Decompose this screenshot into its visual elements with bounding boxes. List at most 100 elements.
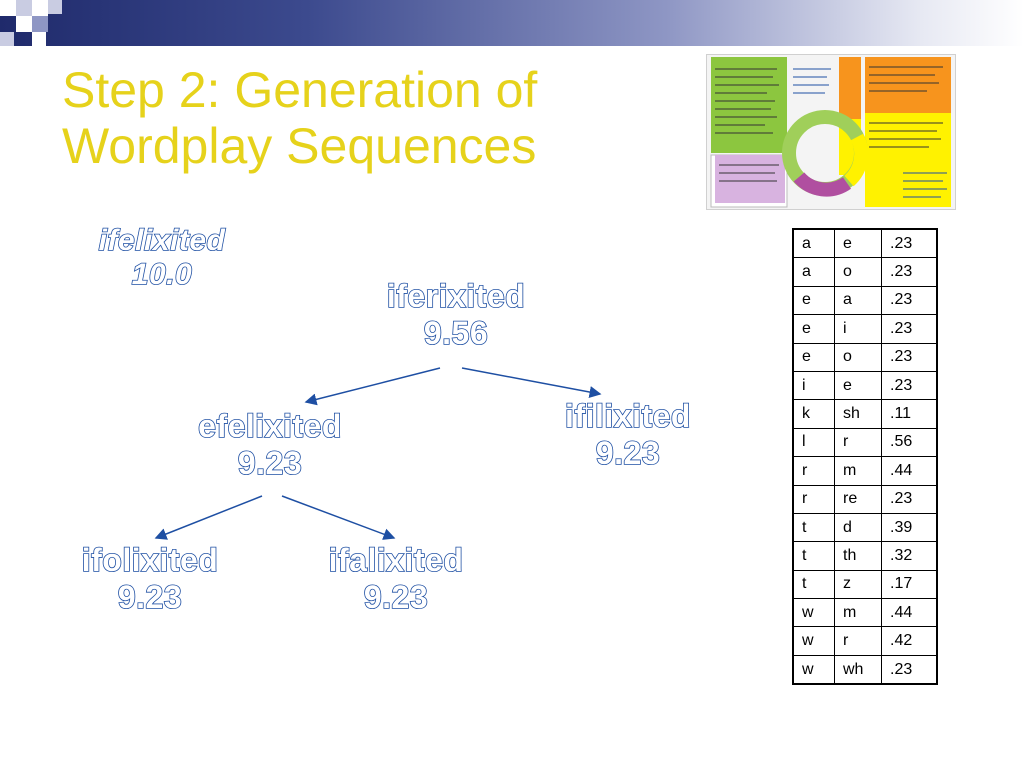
table-cell-replacement: i bbox=[834, 314, 882, 344]
corner-square bbox=[16, 16, 32, 32]
thumbnail-step3-panel bbox=[715, 155, 785, 203]
table-cell-replacement: o bbox=[834, 342, 882, 372]
thumbnail-cycle-arc bbox=[793, 172, 852, 197]
thumbnail-blue-text bbox=[793, 68, 947, 198]
slide-title: Step 2: Generation of Wordplay Sequences bbox=[62, 62, 702, 174]
node-word: ifelixited bbox=[98, 223, 226, 258]
table-cell-original: e bbox=[792, 342, 835, 372]
tree-node-root: ifelixited 10.0 bbox=[62, 223, 262, 292]
node-word: ifolixited bbox=[81, 541, 219, 579]
table-cell-score: .56 bbox=[881, 427, 938, 458]
table-cell-replacement: r bbox=[834, 626, 882, 656]
table-cell-replacement: re bbox=[834, 484, 882, 514]
table-cell-replacement: r bbox=[834, 427, 882, 458]
node-word: efelixited bbox=[197, 407, 342, 445]
node-word: ifilixited bbox=[564, 397, 691, 435]
table-cell-replacement: a bbox=[834, 285, 882, 316]
table-cell-score: .32 bbox=[881, 541, 938, 571]
table-cell-original: w bbox=[792, 598, 835, 628]
table-cell-original: e bbox=[792, 314, 835, 344]
corner-square bbox=[32, 32, 46, 46]
title-line-2: Wordplay Sequences bbox=[62, 118, 537, 174]
table-cell-score: .23 bbox=[881, 484, 938, 514]
table-cell-original: t bbox=[792, 512, 835, 543]
arrow-to-efelixited bbox=[304, 367, 441, 406]
table-cell-original: e bbox=[792, 285, 835, 316]
arrow-to-ifolixited bbox=[154, 495, 263, 540]
table-cell-replacement: th bbox=[834, 541, 882, 571]
node-score: 9.23 bbox=[363, 578, 429, 616]
tree-node-ifilixited: ifilixited 9.23 bbox=[518, 397, 738, 472]
process-diagram-thumbnail bbox=[706, 54, 956, 210]
tree-node-ifolixited: ifolixited 9.23 bbox=[40, 541, 260, 616]
tree-node-iferixited: iferixited 9.56 bbox=[346, 277, 566, 352]
thumbnail-step1-panel bbox=[865, 57, 951, 113]
table-cell-replacement: o bbox=[834, 257, 882, 287]
table-cell-original: a bbox=[792, 257, 835, 287]
node-score: 9.23 bbox=[117, 578, 183, 616]
table-cell-score: .39 bbox=[881, 512, 938, 543]
table-cell-replacement: wh bbox=[834, 654, 882, 685]
table-cell-replacement: z bbox=[834, 569, 882, 600]
node-score: 9.23 bbox=[595, 434, 661, 472]
table-cell-score: .17 bbox=[881, 569, 938, 600]
thumbnail-arrow-orange bbox=[839, 57, 861, 119]
table-cell-original: w bbox=[792, 626, 835, 656]
thumbnail-cycle-arc bbox=[844, 133, 869, 187]
tree-node-efelixited: efelixited 9.23 bbox=[160, 407, 380, 482]
table-cell-score: .23 bbox=[881, 314, 938, 344]
table-cell-replacement: m bbox=[834, 598, 882, 628]
table-cell-score: .23 bbox=[881, 285, 938, 316]
table-cell-original: t bbox=[792, 569, 835, 600]
thumbnail-text-lines bbox=[715, 66, 943, 182]
thumbnail-graphic bbox=[710, 57, 951, 208]
table-cell-score: .23 bbox=[881, 228, 938, 259]
table-cell-original: t bbox=[792, 541, 835, 571]
node-score: 9.23 bbox=[237, 444, 303, 482]
table-cell-score: .42 bbox=[881, 626, 938, 656]
table-cell-original: r bbox=[792, 484, 835, 514]
table-cell-score: .44 bbox=[881, 598, 938, 628]
node-score: 10.0 bbox=[131, 257, 193, 292]
header-band bbox=[0, 0, 1024, 46]
table-cell-original: w bbox=[792, 654, 835, 685]
node-word: ifalixited bbox=[328, 541, 464, 579]
table-cell-score: .23 bbox=[881, 370, 938, 401]
table-cell-original: a bbox=[792, 228, 835, 259]
node-score: 9.56 bbox=[423, 314, 489, 352]
thumbnail-step4-panel bbox=[711, 57, 787, 153]
table-cell-score: .23 bbox=[881, 342, 938, 372]
table-cell-replacement: m bbox=[834, 456, 882, 486]
tree-node-ifalixited: ifalixited 9.23 bbox=[286, 541, 506, 616]
table-cell-replacement: sh bbox=[834, 399, 882, 429]
table-cell-original: r bbox=[792, 456, 835, 486]
corner-square bbox=[0, 0, 16, 16]
corner-square bbox=[32, 0, 48, 16]
node-word: iferixited bbox=[386, 277, 526, 315]
table-cell-original: i bbox=[792, 370, 835, 401]
table-cell-replacement: e bbox=[834, 370, 882, 401]
table-cell-replacement: d bbox=[834, 512, 882, 543]
corner-square bbox=[16, 0, 32, 16]
title-line-1: Step 2: Generation of bbox=[62, 62, 538, 118]
corner-square bbox=[0, 32, 14, 46]
corner-square bbox=[48, 0, 62, 14]
arrow-to-ifalixited bbox=[281, 495, 396, 540]
